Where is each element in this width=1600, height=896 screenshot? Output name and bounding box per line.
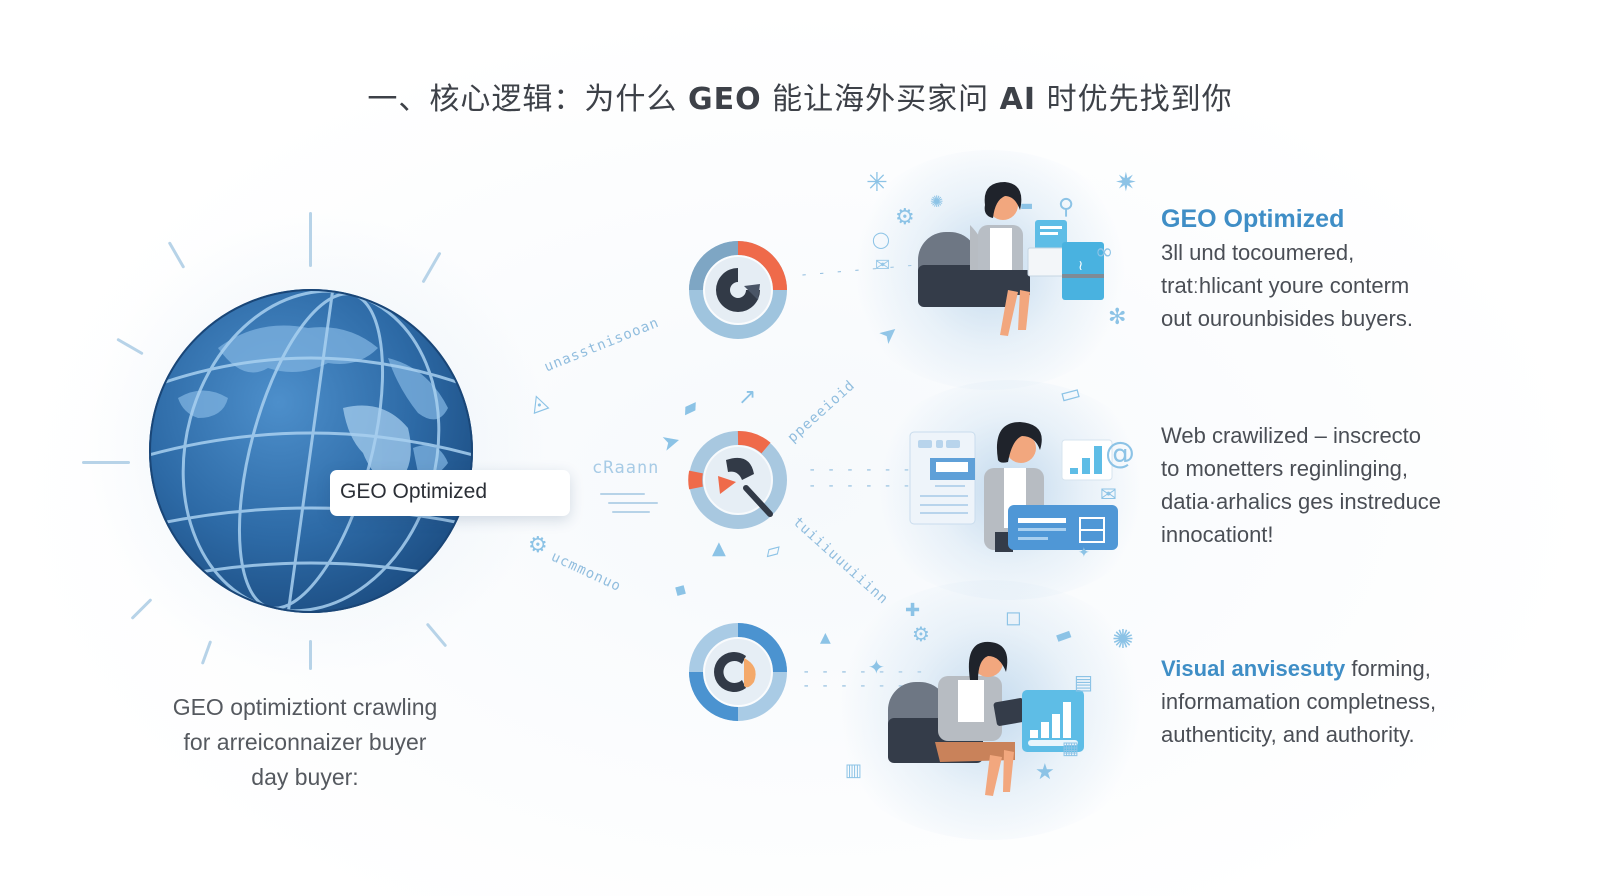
globe-caption: GEO optimiztiont crawling for arreiconna… bbox=[120, 690, 490, 795]
at-sign-icon: @ bbox=[1105, 436, 1135, 471]
ticket-icon: ▱ bbox=[762, 536, 784, 564]
step-3-line: authenticity, and authority. bbox=[1161, 722, 1415, 747]
gear-icon: ⚙ bbox=[912, 622, 930, 646]
step-2-line: datia·arhalics ges instreduce bbox=[1161, 489, 1442, 514]
chat-icon: ▬ bbox=[1020, 198, 1034, 214]
woman-with-documents-illustration: ≀ bbox=[918, 182, 1104, 336]
bug-icon: ✺ bbox=[930, 192, 944, 211]
title-geo: GEO bbox=[687, 82, 762, 117]
step-2-description: Web crawilized – inscrecto to monetters … bbox=[1161, 419, 1441, 551]
lightbulb-icon: ◯ bbox=[872, 230, 890, 249]
mail-icon: ✉ bbox=[1100, 482, 1117, 506]
step-3-line: forming, bbox=[1345, 656, 1431, 681]
sparkle-icon: ✻ bbox=[1108, 305, 1127, 330]
connector-text-bottom: ucmmonuo bbox=[548, 548, 624, 596]
title-suffix: 时优先找到你 bbox=[1036, 82, 1233, 117]
globe-icon bbox=[149, 289, 473, 613]
connector-line bbox=[612, 511, 650, 513]
caption-line: for arreiconnaizer buyer bbox=[183, 729, 427, 755]
connector-text-upper-right: ppeeeioid bbox=[784, 377, 859, 446]
leaf-icon: ◆ bbox=[671, 578, 692, 601]
search-icon: ⚲ bbox=[1058, 195, 1075, 220]
link-icon: ∞ bbox=[1095, 240, 1114, 265]
donut-chart-icon-c bbox=[689, 241, 787, 339]
donut-chart-icon-search bbox=[688, 431, 787, 529]
step-2-line: to monetters reginlinging, bbox=[1161, 456, 1409, 481]
step-2-line: Web crawilized – inscrecto bbox=[1161, 423, 1422, 448]
step-1-description: GEO Optimized 3ll und tocoumered, tratːh… bbox=[1161, 203, 1413, 335]
sparkle-icon: ✦ bbox=[1078, 545, 1090, 561]
step-1-line: out ourounbisides buyers. bbox=[1161, 306, 1413, 331]
title-ai: AI bbox=[999, 82, 1037, 117]
chat-icon: ◻ bbox=[1005, 605, 1022, 629]
star-icon: ✦ bbox=[868, 655, 885, 679]
donut-chart-icon-c-orange bbox=[689, 623, 787, 721]
connector-line bbox=[608, 502, 658, 504]
gear-icon: ⚙ bbox=[895, 205, 915, 230]
svg-text:≀: ≀ bbox=[1078, 258, 1083, 274]
page-title: 一、核心逻辑：为什么 GEO 能让海外买家问 AI 时优先找到你 bbox=[0, 74, 1600, 118]
step-3-description: Visual anvisesuty forming, informamation… bbox=[1161, 652, 1436, 751]
rocket-icon: ▲ bbox=[712, 538, 726, 559]
snowflake-icon: ✳ bbox=[866, 168, 888, 198]
caption-line: day buyer: bbox=[251, 764, 359, 790]
globe-ray bbox=[309, 640, 312, 670]
title-middle: 能让海外买家问 bbox=[761, 82, 1000, 117]
arrow-up-icon: ↗ bbox=[738, 385, 757, 410]
connector-text-top: unasstnisooan bbox=[542, 314, 662, 376]
connector-text-middle: cRaann bbox=[592, 458, 660, 478]
gear-icon: ⚙ bbox=[528, 533, 548, 558]
step-1-line: 3ll und tocoumered, bbox=[1161, 240, 1355, 265]
step-3-line: informamation completness, bbox=[1161, 689, 1437, 714]
satellite-icon: ✷ bbox=[1115, 168, 1137, 198]
geo-optimized-badge: GEO Optimized bbox=[330, 470, 570, 516]
send-icon: ➤ bbox=[659, 428, 684, 457]
step-1-heading: GEO Optimized bbox=[1161, 205, 1345, 233]
globe-ray bbox=[82, 461, 130, 464]
triangle-icon: ▲ bbox=[820, 630, 831, 646]
globe-ray bbox=[309, 212, 312, 267]
step-2-line: innocationt! bbox=[1161, 522, 1274, 547]
step-1-line: tratːhlicant youre conterm bbox=[1161, 273, 1410, 298]
step-3-highlight: Visual anvisesuty bbox=[1161, 656, 1346, 681]
woman-with-tablet-illustration bbox=[888, 641, 1084, 796]
connector-line bbox=[600, 493, 645, 495]
badge-label: GEO Optimized bbox=[340, 480, 488, 503]
caption-line: GEO optimiztiont crawling bbox=[172, 694, 438, 720]
document-icon: ▦ bbox=[1062, 738, 1080, 759]
document-icon: ▥ bbox=[845, 760, 863, 781]
puzzle-icon: ✚ bbox=[905, 600, 921, 621]
ticket-icon: ▰ bbox=[677, 392, 702, 422]
title-prefix: 一、核心逻辑：为什么 bbox=[367, 82, 688, 117]
window-icon: ▤ bbox=[1074, 670, 1093, 694]
sun-icon: ✺ bbox=[1112, 625, 1134, 655]
star-icon: ★ bbox=[1035, 760, 1055, 785]
woman-with-dashboard-illustration bbox=[909, 422, 1118, 552]
